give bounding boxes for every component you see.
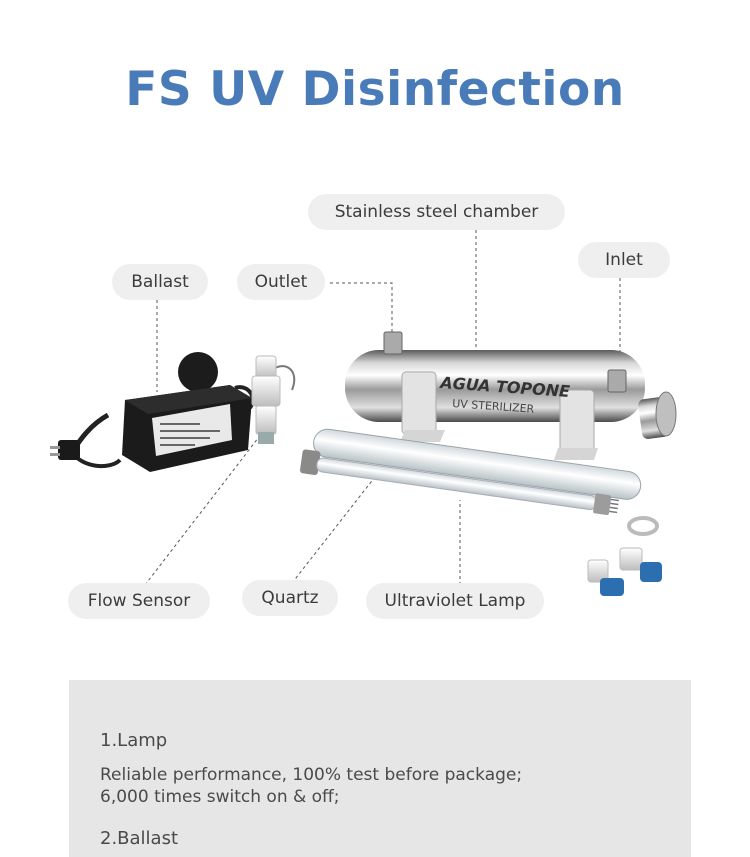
label-lamp: Ultraviolet Lamp: [366, 583, 544, 619]
feature-text-lamp-1: Reliable performance, 100% test before p…: [100, 765, 523, 785]
page-title: FS UV Disinfection: [125, 62, 625, 117]
uv-lamp: [300, 449, 619, 516]
steel-chamber: AGUA TOPONE UV STERILIZER: [345, 331, 677, 460]
feature-heading-ballast: 2.Ballast: [100, 828, 179, 849]
chamber-model-print: UV STERILIZER: [452, 397, 535, 416]
label-quartz: Quartz: [242, 580, 338, 616]
label-ballast: Ballast: [112, 264, 208, 300]
quartz-sleeve: [313, 428, 642, 500]
feature-text-lamp-2: 6,000 times switch on & off;: [100, 787, 340, 807]
ballast-unit: [50, 352, 255, 472]
label-inlet: Inlet: [578, 242, 670, 278]
label-flow-sensor: Flow Sensor: [68, 583, 210, 619]
elbow-fitting-1: [619, 547, 662, 582]
feature-heading-lamp: 1.Lamp: [100, 730, 168, 751]
label-chamber: Stainless steel chamber: [308, 194, 565, 230]
flow-sensor-unit: [251, 355, 296, 444]
o-ring: [627, 516, 659, 536]
flow-sensor-leader: [144, 432, 263, 586]
features-panel: 1.Lamp Reliable performance, 100% test b…: [69, 680, 691, 857]
label-outlet: Outlet: [237, 264, 325, 300]
outlet-leader: [330, 282, 393, 340]
elbow-fitting-2: [587, 559, 624, 596]
product-illustration: AGUA TOPONE UV STERILIZER: [50, 230, 677, 596]
